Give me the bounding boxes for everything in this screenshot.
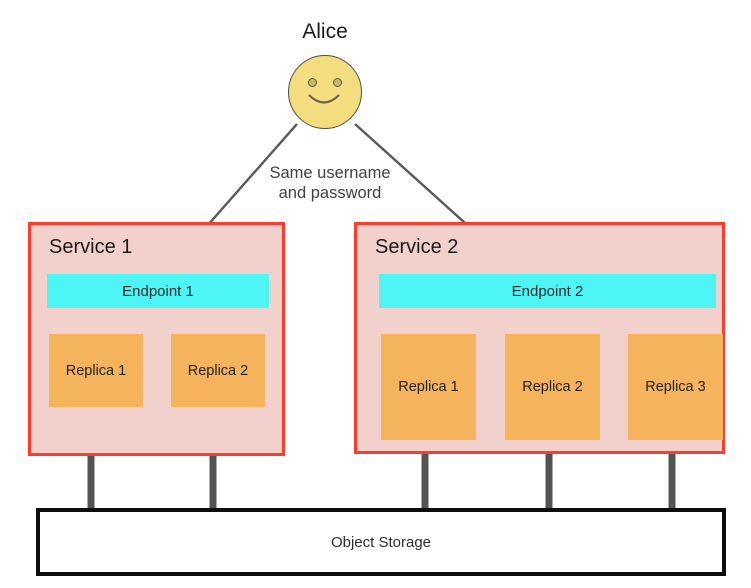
replica-node-s1-r1[interactable]: Replica 1 bbox=[49, 334, 143, 407]
replica-node-s2-r2[interactable]: Replica 2 bbox=[505, 334, 600, 440]
flow-note-line-2: and password bbox=[278, 184, 382, 202]
smiley-face-icon bbox=[288, 55, 362, 129]
service-1-title: Service 1 bbox=[49, 236, 133, 258]
replica-node-s2-r3[interactable]: Replica 3 bbox=[628, 334, 723, 440]
object-storage-node[interactable]: Object Storage bbox=[36, 508, 726, 576]
service-box-2[interactable]: Service 2 Endpoint 2 Replica 1 Replica 2… bbox=[354, 222, 725, 454]
actor-label: Alice bbox=[302, 20, 348, 43]
smiley-eye-left-icon bbox=[308, 78, 317, 87]
flow-note-line-1: Same username bbox=[269, 164, 391, 182]
endpoint-node-2[interactable]: Endpoint 2 bbox=[379, 274, 716, 308]
endpoint-node-1[interactable]: Endpoint 1 bbox=[47, 274, 269, 308]
service-box-1[interactable]: Service 1 Endpoint 1 Replica 1 Replica 2 bbox=[28, 222, 285, 456]
smiley-mouth-icon bbox=[308, 94, 341, 104]
smiley-eye-right-icon bbox=[333, 78, 342, 87]
replica-node-s2-r1[interactable]: Replica 1 bbox=[381, 334, 476, 440]
flow-note: Same username and password bbox=[240, 163, 420, 203]
service-2-title: Service 2 bbox=[375, 236, 459, 258]
replica-node-s1-r2[interactable]: Replica 2 bbox=[171, 334, 265, 407]
